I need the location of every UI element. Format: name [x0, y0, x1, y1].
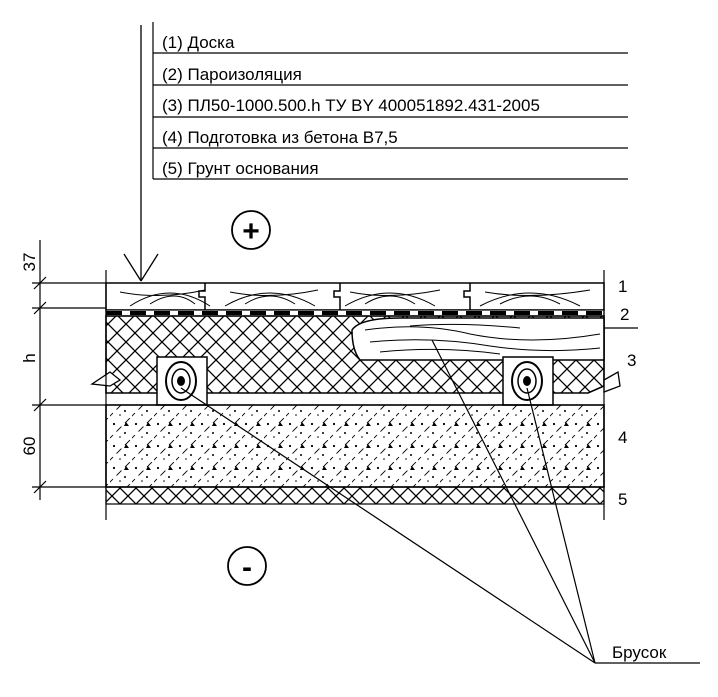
upper-sign-label: + — [242, 215, 260, 248]
callout-leaders — [180, 339, 700, 664]
batten-left — [156, 356, 208, 406]
layer-5-ground — [105, 486, 605, 505]
lower-sign-label: - — [242, 551, 252, 584]
layer-2-vapour-barrier — [105, 309, 605, 317]
legend-item-2: (2) Пароизоляция — [162, 65, 302, 84]
minus-sign-icon: - — [227, 546, 267, 586]
layer-number-2: 2 — [620, 305, 629, 324]
dimension-top: 37 — [20, 253, 39, 272]
leader-arrow — [123, 25, 159, 282]
layer-number-4: 4 — [618, 428, 627, 447]
legend: (1) Доска (2) Пароизоляция (3) ПЛ50-1000… — [152, 22, 628, 180]
legend-item-1: (1) Доска — [162, 33, 235, 52]
layer-4-concrete — [105, 404, 605, 488]
timber-plank — [351, 317, 605, 361]
layer-1-boards — [105, 282, 605, 311]
legend-item-3: (3) ПЛ50-1000.500.h ТУ BY 400051892.431-… — [162, 96, 540, 115]
callout-label: Брусок — [612, 643, 667, 662]
batten-right — [502, 356, 554, 406]
layer-number-5: 5 — [618, 490, 627, 509]
plus-sign-icon: + — [231, 210, 271, 250]
layer-number-1: 1 — [618, 277, 627, 296]
layer-number-3: 3 — [627, 351, 636, 370]
legend-item-4: (4) Подготовка из бетона В7,5 — [162, 128, 398, 147]
legend-item-5: (5) Грунт основания — [162, 159, 319, 178]
dimension-bottom: 60 — [20, 437, 39, 456]
dimension-chain — [32, 240, 106, 500]
dimension-middle: h — [20, 353, 39, 362]
